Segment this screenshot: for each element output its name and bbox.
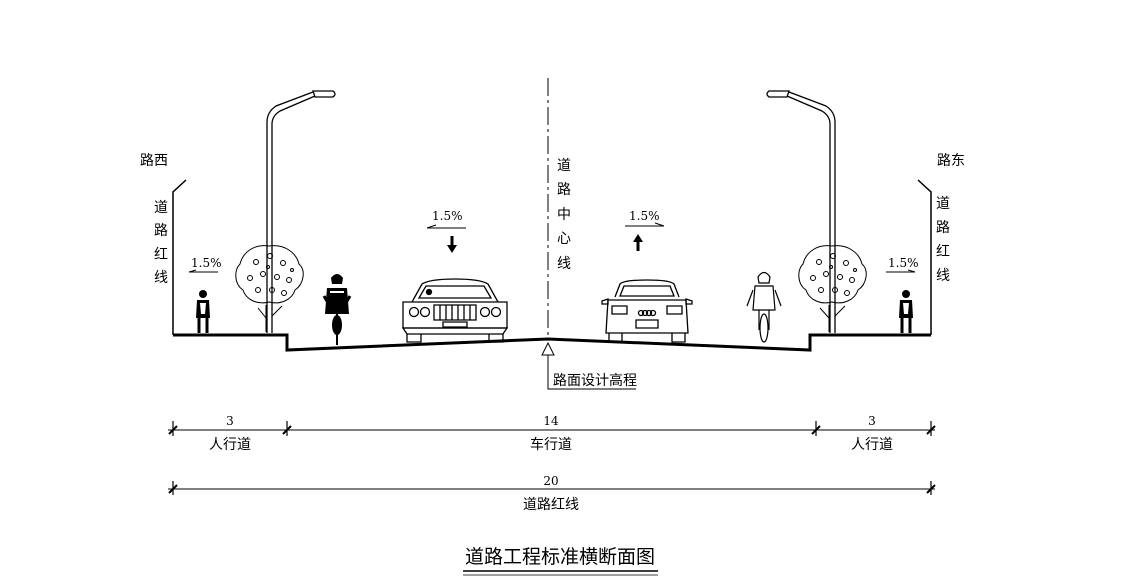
red-line-left-char: 道 (154, 200, 168, 216)
title-text: 道路工程标准横断面图 (465, 546, 655, 568)
dim-carriageway-value: 14 (543, 414, 559, 428)
slope-value: 1.5% (432, 209, 463, 223)
dim-sidewalk-right-label: 人行道 (851, 437, 893, 453)
slope-value: 1.5% (191, 256, 222, 270)
west-label: 路西 (140, 153, 168, 169)
centerline-char: 道 (557, 158, 571, 174)
red-line-right-char: 红 (936, 244, 950, 260)
red-line-label-right: 道 路 红 线 (936, 196, 950, 284)
red-line-label-left: 道 路 红 线 (154, 200, 168, 286)
centerline-char: 路 (557, 182, 571, 198)
dimension-row-sections: 3 人行道 14 车行道 3 人行道 (168, 414, 936, 453)
red-line-right-char: 道 (936, 196, 950, 212)
slope-carriage-right: 1.5% (625, 209, 665, 251)
slope-value: 1.5% (888, 256, 919, 270)
pedestrian-left (196, 290, 210, 333)
east-label: 路东 (937, 153, 965, 169)
design-elevation-label: 路面设计高程 (553, 372, 637, 389)
slope-sidewalk-right: 1.5% (886, 256, 919, 273)
slope-carriage-left: 1.5% (426, 209, 466, 253)
dim-total-label: 道路红线 (523, 497, 579, 513)
tree-right (798, 245, 867, 332)
road-profile (172, 179, 932, 352)
dim-sidewalk-left-value: 3 (226, 414, 234, 428)
dimension-row-total: 20 道路红线 (168, 474, 936, 513)
car-left (401, 278, 509, 343)
red-line-right-char: 线 (936, 268, 950, 284)
centerline-char: 线 (557, 256, 571, 272)
dim-carriageway-label: 车行道 (530, 436, 572, 453)
street-lamp-right (766, 90, 836, 333)
street-lamp-left (266, 90, 336, 333)
drawing-title: 道路工程标准横断面图 (463, 546, 658, 576)
slope-sidewalk-left: 1.5% (188, 256, 222, 273)
red-line-left-char: 红 (154, 247, 168, 263)
red-line-right-char: 路 (936, 220, 950, 236)
dim-sidewalk-left-label: 人行道 (209, 437, 251, 453)
pedestrian-right (899, 290, 913, 333)
centerline-label: 道 路 中 心 线 (557, 158, 571, 272)
cyclist-right (746, 271, 782, 343)
tree-left (235, 245, 304, 332)
red-line-left-char: 线 (154, 270, 168, 286)
design-elevation-marker: 路面设计高程 (541, 341, 637, 390)
slope-value: 1.5% (629, 209, 660, 223)
car-right (601, 279, 693, 343)
dim-total-value: 20 (543, 474, 558, 488)
red-line-left-char: 路 (154, 223, 168, 239)
cyclist-left (322, 274, 352, 345)
centerline-char: 中 (557, 207, 571, 223)
centerline-char: 心 (557, 231, 571, 247)
dim-sidewalk-right-value: 3 (868, 414, 876, 428)
